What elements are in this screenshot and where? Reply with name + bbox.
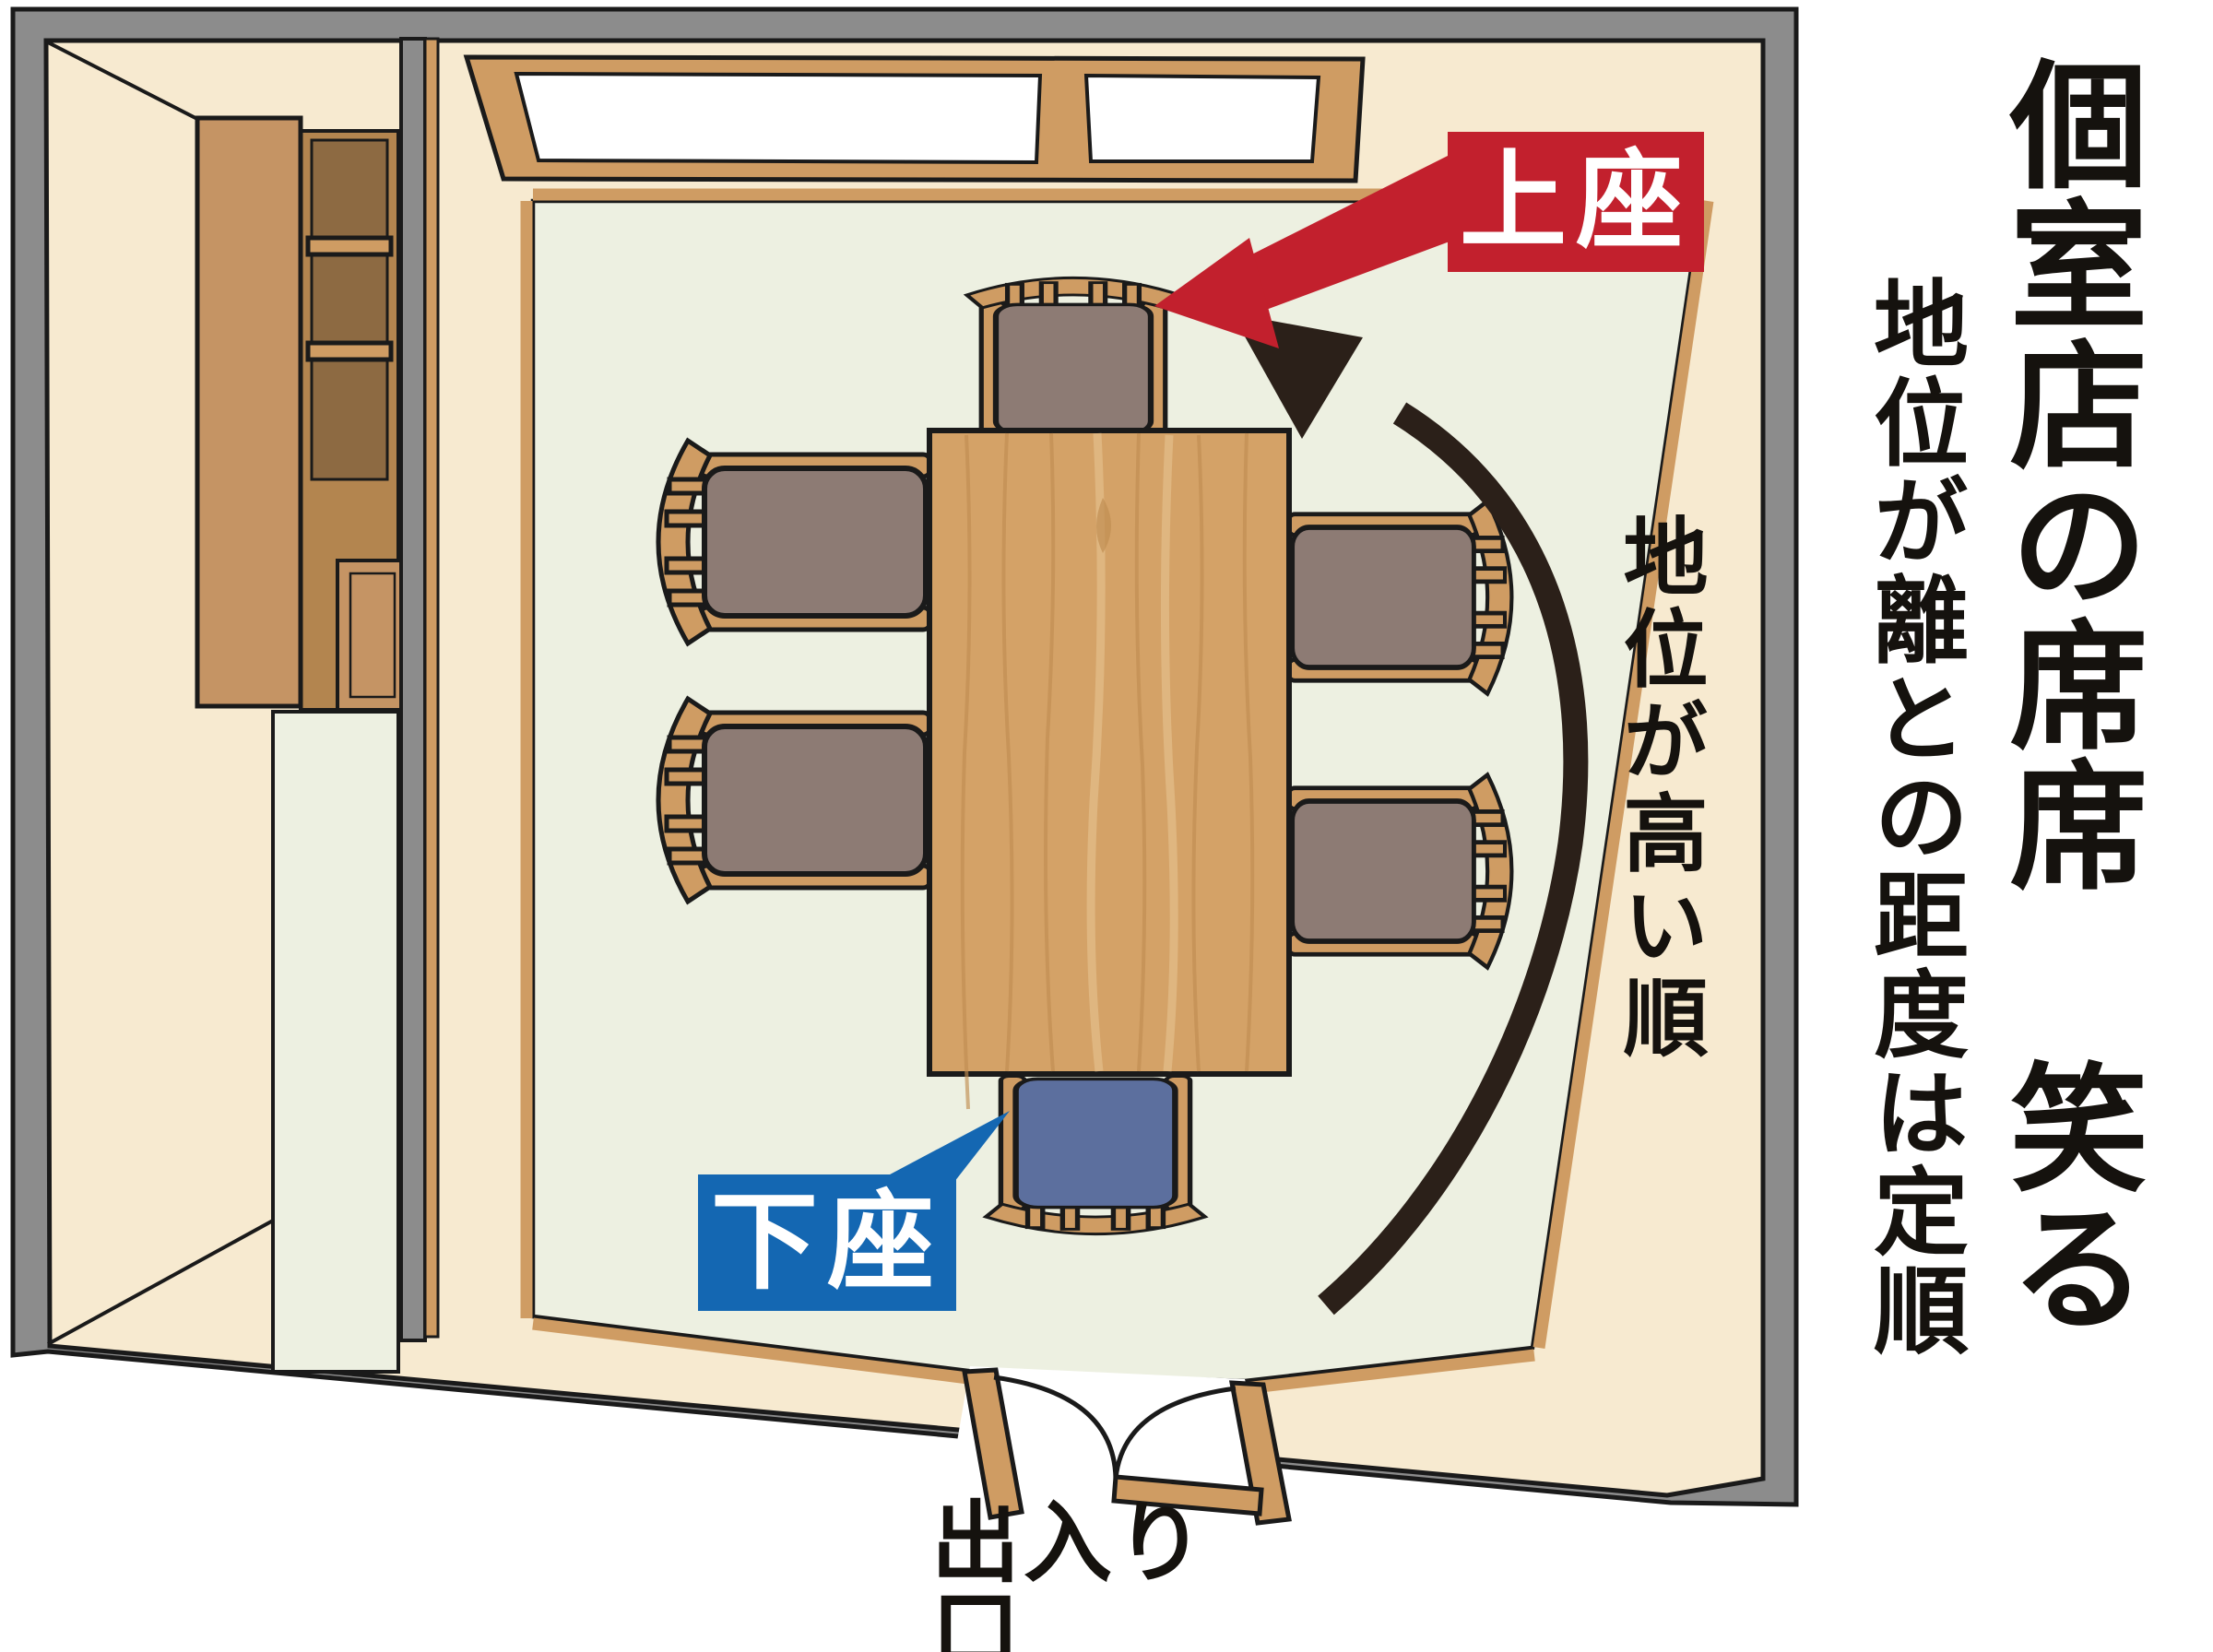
kamiza-arrow-icon [1154, 155, 1450, 348]
kamiza-label: 上座 [1448, 132, 1704, 272]
door-leaf-right [1228, 1380, 1292, 1526]
entrance-label: 出入り口 [931, 1492, 1208, 1652]
entrance-door [939, 1366, 1292, 1556]
page-title: 個室店の席席 笑る [1986, 53, 2147, 1337]
wall-cabinet [195, 115, 409, 712]
shimoza-bubble-tail [876, 1111, 1010, 1182]
dining-table [927, 428, 1292, 1110]
light-panel-right [1083, 73, 1321, 163]
page-subtitle: 地位が離との距度は定順 [1857, 275, 1968, 1360]
door-leaf-left [962, 1367, 1024, 1520]
left-corridor [47, 41, 409, 1374]
divider-wall [399, 37, 440, 1342]
status-order-arrow-icon [1232, 313, 1589, 1316]
shimoza-label: 下座 [698, 1174, 956, 1311]
plan-outer-frame [10, 6, 1799, 1507]
status-order-note: 地位が高い順 [1609, 513, 1708, 1066]
door-swing-arcs [993, 1375, 1237, 1480]
light-panel-left [514, 71, 1043, 165]
door-sill [1111, 1474, 1264, 1516]
ceiling-light [463, 54, 1366, 183]
corridor-floor [271, 710, 400, 1374]
